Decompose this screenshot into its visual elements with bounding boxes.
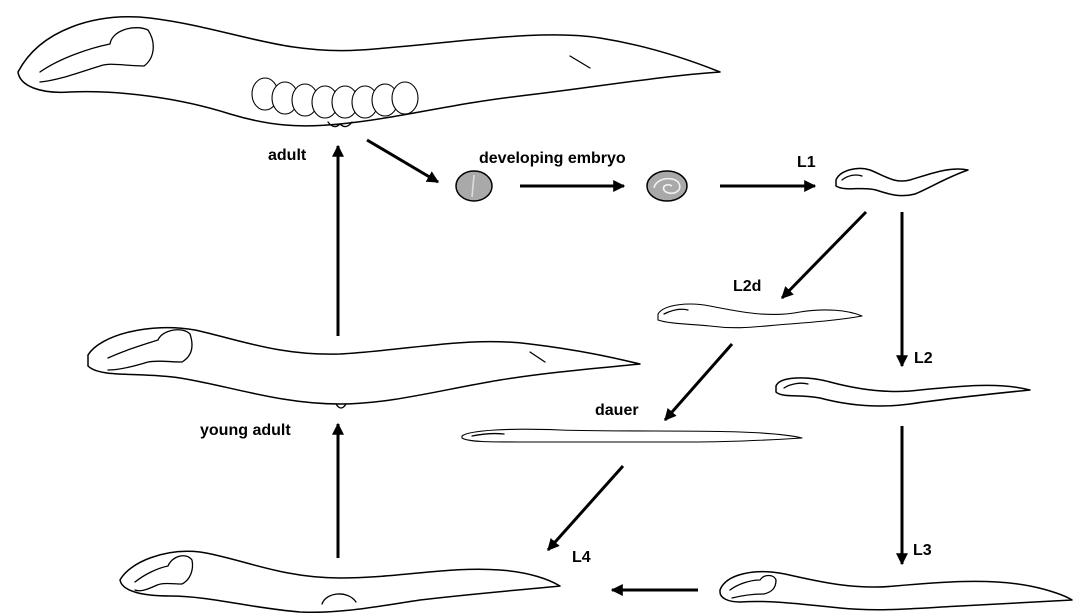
l2d-worm [658,304,862,328]
label-young-adult: young adult [200,422,291,439]
label-l3: L3 [913,542,932,559]
arrow-adult-to-embryo [367,140,438,182]
l3-worm [720,572,1072,610]
arrow-l2d-to-dauer [665,344,732,420]
early-embryo [456,171,492,201]
l2-worm [776,378,1030,406]
adult-worm [18,17,720,127]
label-adult: adult [268,147,307,164]
label-l4: L4 [572,549,591,566]
young-adult-worm [88,328,640,408]
arrow-l1-to-l2d [782,212,866,298]
l1-worm [836,168,968,195]
label-l2: L2 [914,350,933,367]
dauer-worm [462,429,802,442]
label-l1: L1 [797,154,816,171]
label-developing-embryo: developing embryo [479,150,626,167]
arrow-dauer-to-l4 [548,466,623,550]
l4-worm [120,551,560,612]
label-dauer: dauer [595,402,639,419]
label-l2d: L2d [733,278,761,295]
late-embryo [647,171,687,201]
